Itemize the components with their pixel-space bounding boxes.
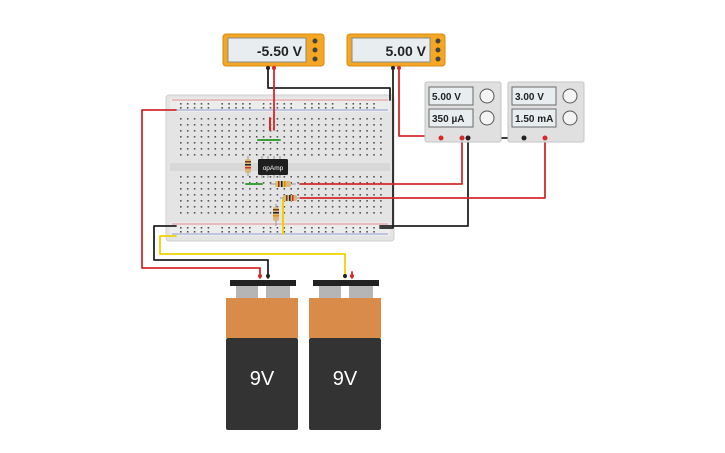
psu2-red-wire [299,137,546,199]
psu1-voltage: 5.00 V [432,92,461,103]
multimeter-1[interactable]: -5.50 V [222,33,325,70]
battery-yellow-wire [159,235,346,279]
psu2-terminal-red[interactable] [542,135,548,141]
meter1-knob-icon-3 [312,56,318,62]
psu1-terminal-red[interactable] [438,135,444,141]
meter1-lead-black [267,67,391,101]
meter1-probe-red[interactable] [272,66,276,70]
resistor-4 [273,204,279,226]
meter1-knob-icon-2 [312,47,318,53]
battery1-label: 9V [250,368,275,390]
meter2-knob-icon-2 [435,47,441,53]
psu1-red-wire [299,137,463,185]
meter2-probe-black[interactable] [391,66,395,70]
meter2-probe-red[interactable] [397,66,401,70]
battery2-terminal-red[interactable] [350,274,354,278]
opamp-chip[interactable]: opAmp [258,156,288,178]
psu2-current: 1.50 mA [515,114,553,125]
battery-1[interactable]: 9V [226,274,298,430]
psu2-voltage-knob-icon[interactable] [562,88,578,104]
battery2-terminal-black[interactable] [343,274,347,278]
psu2-terminal-black[interactable] [521,135,527,141]
psu1-current: 350 µA [432,114,464,125]
psu2-voltage: 3.00 V [515,92,544,103]
breadboard-holes[interactable] [180,103,382,233]
power-supply-2[interactable]: 3.00 V 1.50 mA [507,81,585,143]
resistor-1 [245,156,251,176]
battery1-terminal-black[interactable] [266,274,270,278]
wires [141,67,549,279]
battery-red-wire [141,109,261,279]
multimeter-2[interactable]: 5.00 V [346,33,446,70]
meter1-knob-icon [312,38,318,44]
opamp-label: opAmp [263,165,284,172]
meter2-reading: 5.00 V [386,43,427,59]
psu1-current-knob-icon[interactable] [479,110,495,126]
meter1-probe-black[interactable] [266,66,270,70]
meter2-knob-icon-3 [435,56,441,62]
meter1-reading: -5.50 V [257,43,303,59]
resistor-3 [280,195,300,201]
battery-black-wire [153,225,269,279]
battery-2[interactable]: 9V [309,274,381,430]
meter2-knob-icon [435,38,441,44]
psu2-current-knob-icon[interactable] [562,110,578,126]
resistor-2 [270,181,296,187]
battery1-terminal-red[interactable] [258,274,262,278]
psu1-black-wire [379,137,469,227]
resistors[interactable] [245,156,300,226]
meter2-lead-black [379,67,394,229]
battery2-label: 9V [333,368,358,390]
power-supply-1[interactable]: 5.00 V 350 µA [424,81,502,143]
psu1-voltage-knob-icon[interactable] [479,88,495,104]
psu1-terminal-red-2[interactable] [459,135,465,141]
psu1-terminal-black[interactable] [465,135,471,141]
